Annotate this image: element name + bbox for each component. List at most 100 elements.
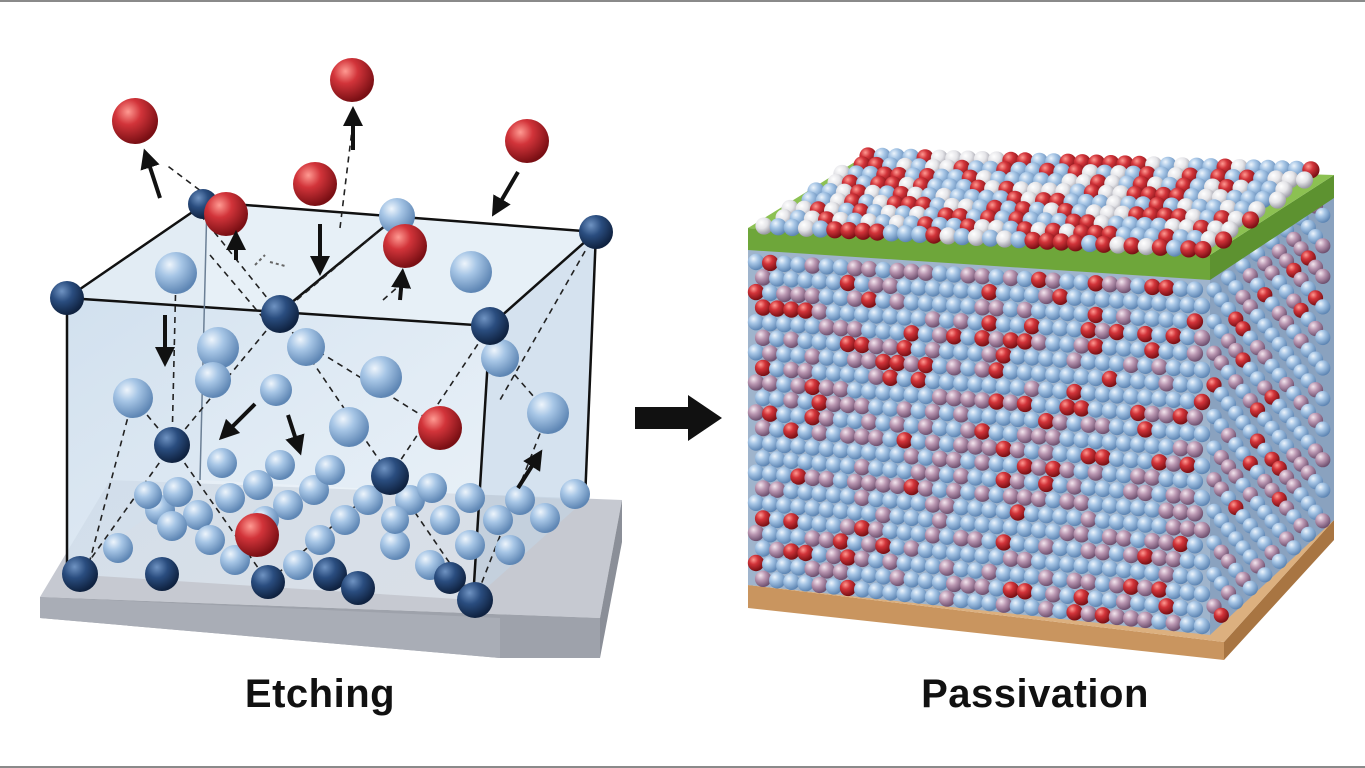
atom bbox=[1009, 348, 1027, 365]
atom bbox=[762, 254, 779, 272]
atom bbox=[967, 469, 984, 486]
atom bbox=[1101, 276, 1119, 293]
atom bbox=[1115, 561, 1133, 579]
atom bbox=[1002, 488, 1020, 505]
atom bbox=[1101, 370, 1119, 388]
atom bbox=[1123, 515, 1140, 532]
atom bbox=[1108, 577, 1126, 594]
atom bbox=[1108, 545, 1126, 562]
atom bbox=[946, 575, 963, 593]
atom bbox=[931, 265, 949, 282]
atom bbox=[1193, 553, 1211, 571]
atom bbox=[1045, 335, 1062, 352]
atom bbox=[762, 465, 779, 483]
atom bbox=[897, 225, 915, 243]
atom bbox=[1108, 323, 1126, 341]
atom bbox=[1087, 559, 1105, 576]
atom bbox=[1193, 361, 1211, 379]
atom bbox=[797, 453, 814, 471]
atom bbox=[790, 286, 807, 304]
atom bbox=[1271, 553, 1287, 569]
atom bbox=[797, 332, 814, 350]
atom bbox=[903, 294, 920, 311]
atom bbox=[783, 361, 800, 379]
atom bbox=[1016, 583, 1034, 600]
atom bbox=[754, 359, 772, 377]
atom bbox=[896, 524, 913, 541]
atom bbox=[1059, 587, 1076, 604]
atom bbox=[762, 495, 779, 513]
atom bbox=[790, 377, 807, 394]
atom bbox=[988, 549, 1005, 566]
atom bbox=[790, 559, 807, 576]
atom bbox=[960, 422, 977, 439]
atom bbox=[974, 516, 991, 533]
atom bbox=[1016, 270, 1034, 288]
atom bbox=[1144, 342, 1161, 359]
atom bbox=[1080, 511, 1097, 528]
atom bbox=[938, 435, 956, 453]
atom bbox=[1038, 507, 1055, 524]
atom bbox=[1144, 469, 1161, 486]
atom bbox=[1115, 498, 1133, 515]
atom bbox=[882, 338, 899, 356]
atom bbox=[747, 253, 765, 271]
atom bbox=[1094, 417, 1112, 435]
atom bbox=[747, 524, 765, 542]
atom bbox=[1179, 552, 1197, 569]
atom bbox=[1172, 471, 1190, 489]
atom bbox=[1137, 548, 1154, 565]
atom bbox=[896, 370, 913, 388]
atom bbox=[1165, 423, 1182, 440]
atom bbox=[1094, 386, 1112, 403]
atom bbox=[1101, 339, 1119, 356]
atom bbox=[924, 527, 942, 544]
atom bbox=[924, 558, 942, 575]
atom bbox=[1016, 458, 1034, 475]
atom bbox=[1193, 457, 1211, 475]
atom bbox=[910, 341, 927, 358]
atom bbox=[910, 433, 927, 450]
atom bbox=[1179, 520, 1197, 537]
atom bbox=[754, 389, 772, 407]
atom bbox=[1045, 554, 1062, 572]
atom bbox=[832, 472, 850, 489]
atom bbox=[960, 329, 977, 346]
atom bbox=[1031, 365, 1048, 382]
atom bbox=[903, 355, 920, 373]
atom bbox=[960, 298, 977, 315]
atom bbox=[769, 541, 786, 559]
atom bbox=[1031, 459, 1048, 476]
atom bbox=[1130, 373, 1147, 390]
atom bbox=[1009, 504, 1027, 521]
atom bbox=[868, 521, 885, 538]
atom bbox=[747, 344, 765, 361]
atom bbox=[1151, 358, 1168, 376]
atom bbox=[1144, 310, 1161, 327]
atom bbox=[1101, 560, 1119, 577]
passivation-illustration bbox=[747, 147, 1334, 660]
atom bbox=[1123, 451, 1140, 469]
atom bbox=[996, 230, 1014, 248]
atom bbox=[953, 437, 970, 454]
atom bbox=[818, 440, 835, 457]
atom bbox=[868, 368, 885, 385]
atom bbox=[931, 296, 949, 313]
atom bbox=[783, 271, 800, 288]
atom bbox=[1002, 269, 1020, 287]
atom bbox=[1002, 332, 1020, 349]
atom bbox=[1193, 585, 1211, 603]
atom bbox=[1045, 460, 1062, 478]
atom bbox=[1115, 403, 1133, 420]
atom bbox=[1031, 396, 1048, 414]
atom bbox=[1087, 496, 1105, 513]
atom bbox=[1123, 610, 1140, 627]
atom bbox=[1031, 584, 1048, 601]
atom bbox=[938, 528, 956, 545]
atom bbox=[811, 394, 828, 411]
atom bbox=[754, 450, 772, 467]
atom bbox=[1066, 446, 1083, 464]
atom bbox=[754, 570, 772, 587]
atom bbox=[839, 457, 857, 475]
atom bbox=[889, 385, 906, 402]
